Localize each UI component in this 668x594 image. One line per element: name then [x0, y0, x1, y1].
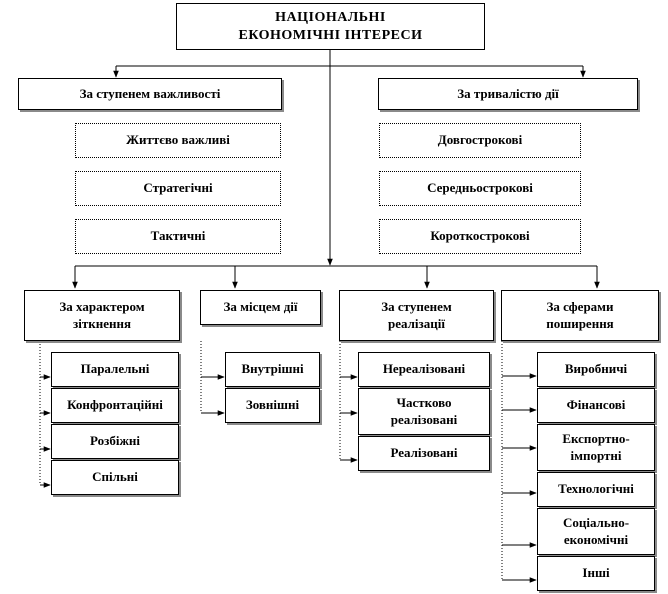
item-divergent: Розбіжні [51, 424, 179, 459]
item-financial: Фінансові [537, 388, 655, 423]
item-partially-realized: Частково реалізовані [358, 388, 490, 435]
item-internal: Внутрішні [225, 352, 320, 387]
item-confrontational: Конфронтаційні [51, 388, 179, 423]
item-realized: Реалізовані [358, 436, 490, 471]
group-place: За місцем дії [200, 290, 321, 325]
item-technological: Технологічні [537, 472, 655, 507]
group-collision: За характером зіткнення [24, 290, 180, 341]
group-importance: За ступенем важливості [18, 78, 282, 110]
item-unrealized: Нереалізовані [358, 352, 490, 387]
item-tactical: Тактичні [75, 219, 281, 254]
item-strategic: Стратегічні [75, 171, 281, 206]
item-vital: Життєво важливі [75, 123, 281, 158]
group-duration: За тривалістю дії [378, 78, 638, 110]
item-export-import: Експортно-імпортні [537, 424, 655, 471]
group-spheres: За сферами поширення [501, 290, 659, 341]
item-other: Інші [537, 556, 655, 591]
item-production: Виробничі [537, 352, 655, 387]
item-parallel: Паралельні [51, 352, 179, 387]
item-medium-term: Середньострокові [379, 171, 581, 206]
item-common: Спільні [51, 460, 179, 495]
root-node: НАЦІОНАЛЬНІ ЕКОНОМІЧНІ ІНТЕРЕСИ [176, 3, 485, 50]
group-realization: За ступенем реалізації [339, 290, 494, 341]
item-external: Зовнішні [225, 388, 320, 423]
item-long-term: Довгострокові [379, 123, 581, 158]
item-short-term: Короткострокові [379, 219, 581, 254]
item-socio-economic: Соціально-економічні [537, 508, 655, 555]
